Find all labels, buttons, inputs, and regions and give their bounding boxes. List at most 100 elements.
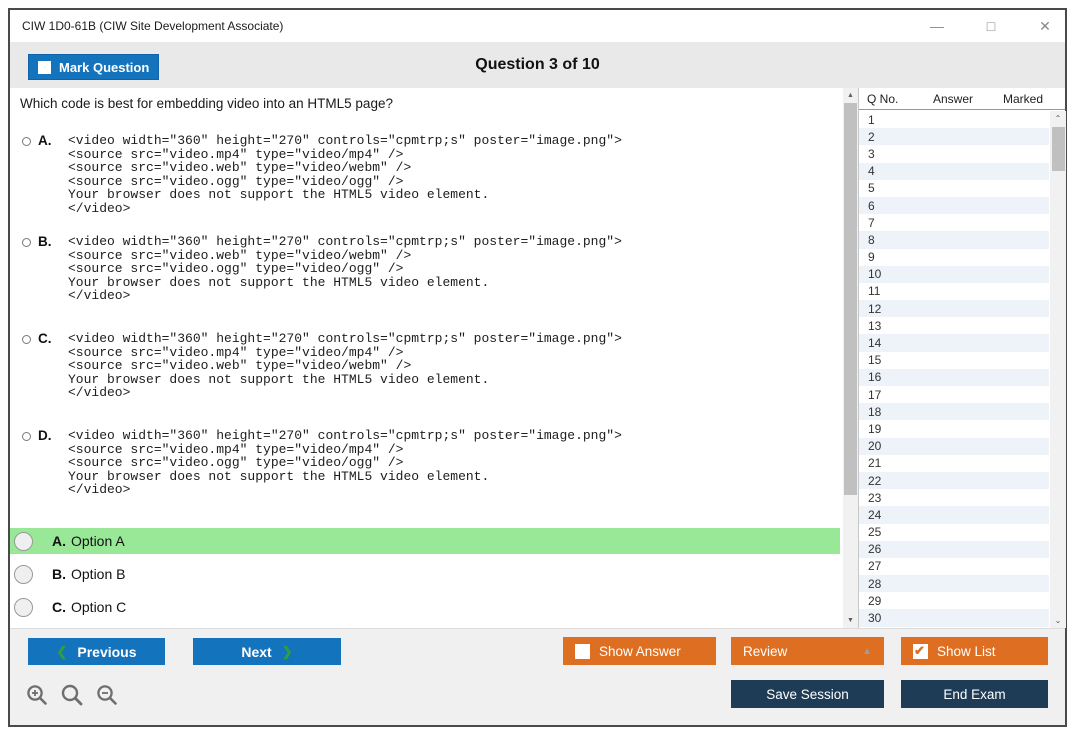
- question-list-scrollbar[interactable]: ⌃ ⌄: [1050, 111, 1066, 628]
- save-session-button[interactable]: Save Session: [731, 680, 884, 708]
- question-list-row[interactable]: 20: [859, 437, 1049, 455]
- close-icon[interactable]: ✕: [1039, 17, 1051, 34]
- qno-cell: 15: [868, 353, 882, 368]
- question-list-row[interactable]: 10: [859, 265, 1049, 283]
- question-list-row[interactable]: 5: [859, 179, 1049, 197]
- qno-cell: 25: [868, 525, 882, 540]
- question-list-row[interactable]: 6: [859, 196, 1049, 215]
- question-list-row[interactable]: 22: [859, 471, 1049, 490]
- question-list-row[interactable]: 21: [859, 454, 1049, 472]
- scroll-down-icon[interactable]: ▼: [847, 617, 854, 624]
- code-option-letter: C.: [38, 331, 52, 346]
- column-answer: Answer: [932, 91, 973, 106]
- question-list-row[interactable]: 4: [859, 162, 1049, 180]
- end-exam-button[interactable]: End Exam: [901, 680, 1048, 708]
- qno-cell: 7: [868, 215, 875, 230]
- question-list-row[interactable]: 16: [859, 368, 1049, 386]
- radio-code-option-b[interactable]: [22, 238, 31, 247]
- question-list-row[interactable]: 3: [859, 145, 1049, 163]
- question-list-row[interactable]: 7: [859, 214, 1049, 232]
- question-text: Which code is best for embedding video i…: [20, 96, 393, 111]
- mark-question-button[interactable]: Mark Question: [28, 54, 159, 80]
- review-dropdown-button[interactable]: Review ▲: [731, 637, 884, 665]
- qno-cell: 11: [868, 284, 881, 299]
- question-list-row[interactable]: 17: [859, 386, 1049, 404]
- qno-cell: 16: [868, 370, 882, 385]
- question-list-row[interactable]: 13: [859, 317, 1049, 335]
- question-list-row[interactable]: 11: [859, 282, 1049, 301]
- code-block-b: <video width="360" height="270" controls…: [68, 234, 622, 303]
- qno-cell: 5: [868, 181, 875, 196]
- maximize-icon[interactable]: □: [986, 18, 996, 34]
- answer-row-a[interactable]: A. Option A: [10, 528, 840, 554]
- question-list-row[interactable]: 8: [859, 231, 1049, 249]
- question-list-row[interactable]: 27: [859, 557, 1049, 576]
- qno-cell: 26: [868, 542, 882, 557]
- question-list-row[interactable]: 15: [859, 351, 1049, 369]
- question-list-row[interactable]: 12: [859, 300, 1049, 318]
- radio-answer-c[interactable]: [14, 597, 33, 617]
- radio-answer-b[interactable]: [14, 564, 33, 584]
- question-list-row[interactable]: 26: [859, 540, 1049, 558]
- window-title: CIW 1D0-61B (CIW Site Development Associ…: [22, 19, 284, 33]
- qno-cell: 1: [868, 112, 875, 127]
- column-qno: Q No.: [867, 91, 899, 106]
- zoom-reset-icon[interactable]: [60, 683, 84, 712]
- zoom-out-icon[interactable]: [95, 683, 119, 712]
- show-list-checkbox[interactable]: [913, 643, 928, 659]
- radio-answer-a[interactable]: [14, 531, 33, 551]
- column-marked: Marked: [1002, 91, 1043, 106]
- qno-cell: 18: [868, 404, 882, 419]
- zoom-in-icon[interactable]: [25, 683, 49, 712]
- answer-label: Option C: [71, 599, 127, 615]
- question-list-row[interactable]: 19: [859, 420, 1049, 438]
- scroll-up-icon[interactable]: ▲: [847, 92, 854, 99]
- question-list-row[interactable]: 9: [859, 248, 1049, 266]
- next-label: Next: [241, 643, 272, 660]
- title-bar: CIW 1D0-61B (CIW Site Development Associ…: [10, 10, 1065, 42]
- scrollbar-thumb[interactable]: [844, 103, 857, 495]
- question-list-row[interactable]: 30: [859, 609, 1049, 627]
- radio-code-option-a[interactable]: [22, 137, 31, 146]
- answer-row-c[interactable]: C. Option C: [10, 594, 840, 620]
- question-list-row[interactable]: 24: [859, 506, 1049, 524]
- question-list-row[interactable]: 29: [859, 592, 1049, 610]
- answer-row-b[interactable]: B. Option B: [10, 561, 840, 587]
- question-panel-scrollbar[interactable]: ▲ ▼: [843, 88, 858, 628]
- scroll-up-icon[interactable]: ⌃: [1054, 114, 1062, 123]
- show-answer-checkbox[interactable]: [575, 643, 590, 659]
- save-session-label: Save Session: [766, 686, 849, 702]
- answer-letter: A.: [52, 533, 66, 549]
- qno-cell: 3: [868, 146, 875, 161]
- scrollbar-thumb[interactable]: [1051, 127, 1065, 171]
- mark-question-checkbox[interactable]: [38, 60, 51, 74]
- qno-cell: 24: [868, 507, 882, 522]
- scroll-down-icon[interactable]: ⌄: [1054, 616, 1062, 625]
- question-list-row[interactable]: 14: [859, 334, 1049, 352]
- question-list-row[interactable]: 28: [859, 575, 1049, 593]
- review-label: Review: [743, 643, 788, 659]
- question-list-row[interactable]: 18: [859, 403, 1049, 421]
- footer-bar: ❮ Previous Next ❯ Show Answe: [10, 628, 1065, 725]
- previous-button[interactable]: ❮ Previous: [28, 638, 165, 665]
- previous-label: Previous: [77, 643, 137, 660]
- show-answer-button[interactable]: Show Answer: [563, 637, 716, 665]
- question-list-row[interactable]: 2: [859, 128, 1049, 146]
- radio-code-option-c[interactable]: [22, 335, 31, 344]
- question-list-row[interactable]: 25: [859, 523, 1049, 541]
- main-area: Which code is best for embedding video i…: [10, 88, 1066, 628]
- minimize-icon[interactable]: —: [930, 18, 944, 34]
- question-list-row[interactable]: 1: [859, 111, 1049, 129]
- mark-question-label: Mark Question: [59, 59, 150, 75]
- qno-cell: 14: [868, 336, 882, 351]
- radio-code-option-d[interactable]: [22, 432, 31, 441]
- show-list-button[interactable]: Show List: [901, 637, 1048, 665]
- triangle-up-icon: ▲: [862, 645, 872, 657]
- question-list-row[interactable]: 23: [859, 489, 1049, 507]
- qno-cell: 19: [868, 421, 882, 436]
- exam-app-window: CIW 1D0-61B (CIW Site Development Associ…: [8, 8, 1067, 727]
- answer-label: Option B: [71, 566, 126, 582]
- next-button[interactable]: Next ❯: [193, 638, 341, 665]
